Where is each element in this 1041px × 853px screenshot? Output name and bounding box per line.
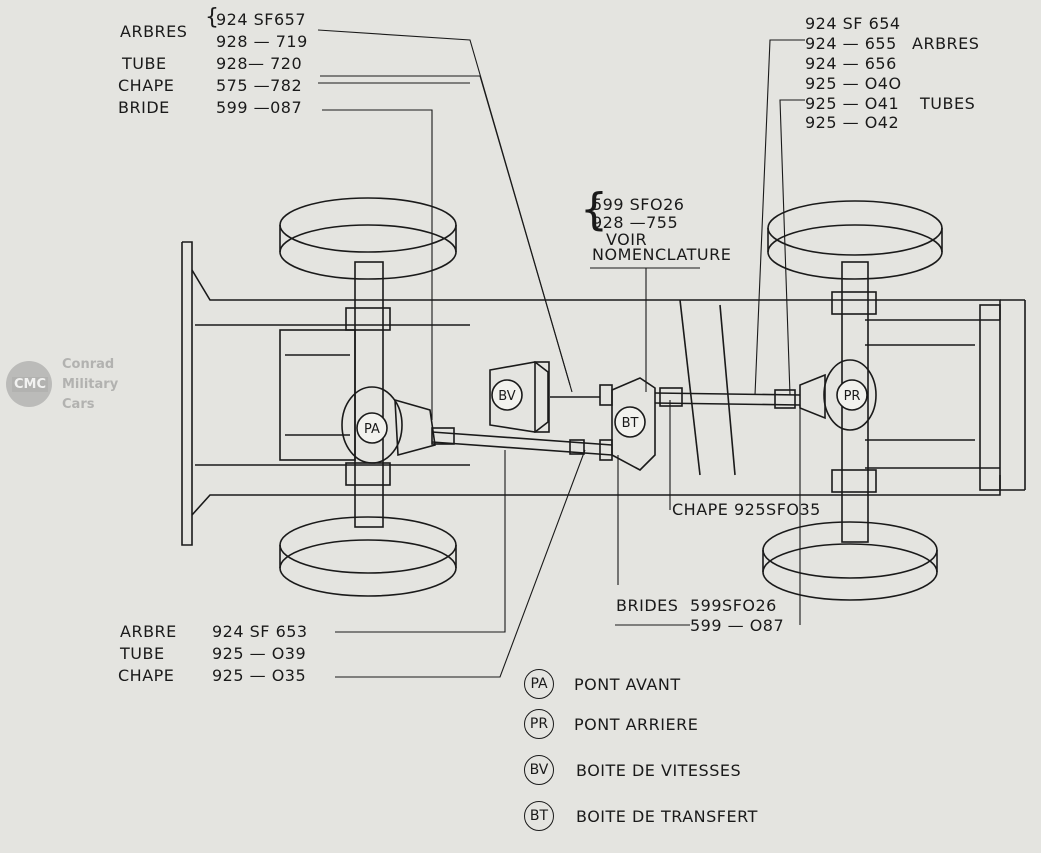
legend-code-bv: BV	[524, 755, 554, 785]
center-line3: VOIR	[606, 230, 648, 249]
top-right-tubes-label: TUBES	[920, 94, 976, 113]
top-left-tube: 928— 720	[216, 54, 303, 73]
front-axle	[341, 261, 436, 528]
front-drive-shaft	[431, 427, 613, 456]
legend-text-pr: PONT ARRIERE	[574, 715, 699, 734]
top-left-arbres-1: 924 SF657	[216, 10, 307, 29]
pa-circle-label: PA	[364, 422, 380, 437]
legend-code-bt: BT	[524, 801, 554, 831]
watermark-logo: CMC Conrad Military Cars	[2, 355, 124, 417]
top-left-bride-label: BRIDE	[118, 98, 170, 117]
watermark-line3: Cars	[62, 397, 95, 412]
leader-lines	[317, 29, 805, 678]
watermark-line2: Military	[62, 377, 119, 392]
rear-right-wheel	[762, 521, 938, 601]
watermark-line1: Conrad	[62, 357, 115, 372]
legend-code-pr: PR	[524, 709, 554, 739]
rear-drive-shaft	[654, 387, 801, 409]
top-right-arbres-3: 924 — 656	[805, 54, 897, 73]
top-right-tubes-2: 925 — O41	[805, 94, 900, 113]
pr-circle-label: PR	[844, 389, 861, 404]
center-line2: 928 —755	[592, 213, 679, 232]
legend-text-pa: PONT AVANT	[574, 675, 681, 694]
front-right-wheel	[279, 516, 457, 597]
top-right-arbres-label: ARBRES	[912, 34, 980, 53]
bottom-left-tube: 925 — O39	[212, 644, 307, 663]
chape-right-label: CHAPE 925SFO35	[672, 500, 821, 519]
top-left-tube-label: TUBE	[122, 54, 167, 73]
brides-line2: 599 — O87	[690, 616, 785, 635]
brace-center: {	[580, 184, 609, 235]
pr-circle	[836, 379, 868, 411]
watermark-badge-text: CMC	[12, 377, 49, 392]
brides-label: BRIDES	[616, 596, 679, 615]
rear-left-wheel	[767, 200, 943, 280]
legend-text-bv: BOITE DE VITESSES	[576, 761, 742, 780]
bv-circle-label: BV	[498, 389, 516, 404]
chassis-frame	[181, 241, 1026, 546]
bottom-left-chape-label: CHAPE	[118, 666, 175, 685]
top-right-arbres-1: 924 SF 654	[805, 14, 901, 33]
legend-text-bt: BOITE DE TRANSFERT	[576, 807, 758, 826]
bottom-left-tube-label: TUBE	[120, 644, 165, 663]
top-left-arbres-label: ARBRES	[120, 22, 188, 41]
top-left-chape: 575 —782	[216, 76, 303, 95]
bv-circle	[491, 379, 523, 411]
center-line1: 599 SFO26	[592, 195, 685, 214]
top-left-arbres-2: 928 — 719	[216, 32, 308, 51]
pa-circle	[356, 412, 388, 444]
top-right-tubes-1: 925 — O4O	[805, 74, 902, 93]
bottom-left-chape: 925 — O35	[212, 666, 307, 685]
center-line4: NOMENCLATURE	[592, 245, 732, 264]
top-left-chape-label: CHAPE	[118, 76, 175, 95]
brides-line1: 599SFO26	[690, 596, 777, 615]
top-right-arbres-2: 924 — 655	[805, 34, 897, 53]
bt-circle	[614, 406, 646, 438]
legend-code-pa: PA	[524, 669, 554, 699]
top-left-bride: 599 —087	[216, 98, 303, 117]
brace-left: {	[205, 5, 220, 30]
bottom-left-arbre-label: ARBRE	[120, 622, 177, 641]
bottom-left-arbre: 924 SF 653	[212, 622, 308, 641]
gearbox	[489, 361, 600, 433]
top-right-tubes-3: 925 — O42	[805, 113, 900, 132]
front-left-wheel	[279, 197, 457, 280]
bt-circle-label: BT	[622, 416, 639, 431]
